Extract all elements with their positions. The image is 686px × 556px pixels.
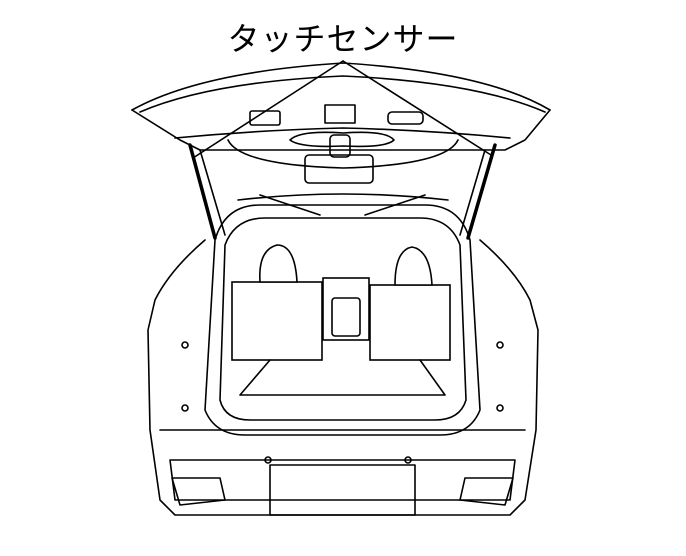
vehicle-body — [147, 204, 539, 516]
touch-sensor-label: タッチセンサー — [227, 20, 459, 58]
tailgate — [131, 62, 551, 240]
